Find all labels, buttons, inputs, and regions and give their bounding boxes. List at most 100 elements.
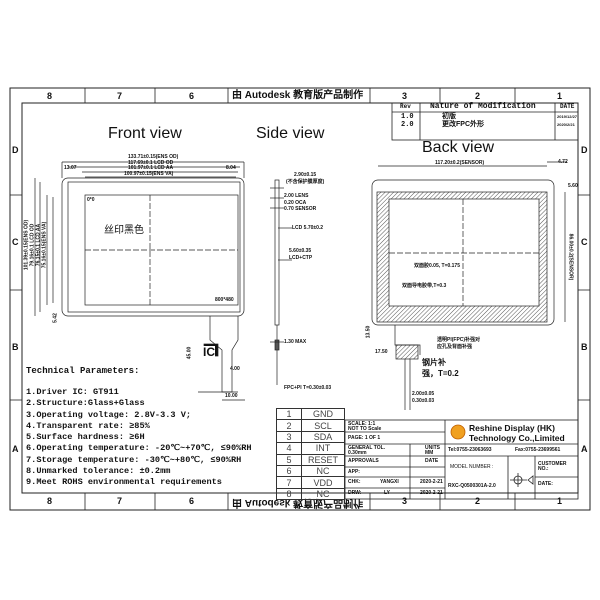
silk-note: 丝印黑色: [104, 225, 144, 236]
column-label: 1: [557, 496, 563, 506]
pin-number: 1: [276, 407, 302, 421]
side-view-drawing: [270, 179, 292, 385]
drw-date: 2020-2-21: [420, 490, 443, 496]
dimension-label: 86.00±0.2(SENSOR): [567, 233, 574, 281]
date-label: DATE: [425, 458, 439, 464]
pin-name: NC: [301, 464, 345, 478]
back-note: 双面导电胶带,T=0.3: [402, 283, 447, 289]
scale-note: NOT TO Scale: [348, 426, 382, 432]
units-value: MM: [425, 450, 434, 456]
page-label: PAGE: 1 OF 1: [348, 435, 381, 441]
column-label: 3: [402, 91, 408, 101]
row-label: B: [581, 342, 588, 352]
back-note: 0.30±0.03: [412, 398, 435, 404]
pin-name: SDA: [301, 430, 345, 444]
column-label: 1: [557, 91, 563, 101]
column-dividers: [10, 88, 590, 510]
approvals-label: APPROVALS: [348, 458, 379, 464]
company-name: Reshine Display (HK) Technology: [469, 423, 555, 443]
technical-item: 9.Meet ROHS environmental requirements: [26, 477, 222, 488]
technical-item: 4.Transparent rate: ≥85%: [26, 420, 150, 431]
rev-date: 2020/2/21: [557, 122, 575, 127]
column-label: 3: [402, 496, 408, 506]
dimension-label: 117.69±0.1 LCD OD: [128, 159, 174, 166]
company-fax: Fax:0755-23699561: [515, 447, 561, 453]
back-note: 透明PI(FPC)补强对: [437, 337, 481, 343]
technical-item: 6.Operating temperature: -20℃~+70℃, ≤90%…: [26, 443, 252, 454]
dimension-label: 75.16±0.15(ENS VA): [41, 221, 48, 269]
column-label: 7: [117, 496, 123, 506]
pin-name: SCL: [301, 419, 345, 432]
rev-date: 2019/12/27: [557, 114, 578, 119]
row-label: D: [12, 145, 19, 155]
dimension-label: 13.50: [365, 325, 372, 339]
technical-item: 8.Unmarked tolerance: ±0.2mm: [26, 466, 171, 477]
outer-frame: [9, 87, 591, 511]
column-label: 7: [117, 91, 123, 101]
column-label: 8: [47, 496, 53, 506]
ic-label: IC: [203, 345, 215, 359]
front-view-title: Front view: [108, 125, 182, 142]
tolerance-value: 0.30mm: [348, 450, 367, 456]
tolerance-label: GENERAL TOL.: [348, 445, 386, 451]
company-block: Reshine Display (HK) Technology Co.,Limi…: [469, 423, 577, 443]
side-note: FPC+PI T=0.30±0.03: [284, 385, 332, 391]
model-label: MODEL NUMBER :: [450, 464, 494, 470]
dimension-label: 13.07: [64, 165, 77, 171]
side-note: 1.30 MAX: [284, 339, 307, 345]
pin-number: 2: [276, 419, 302, 432]
origin-label: 0*0: [87, 197, 95, 203]
pin-name: NC: [301, 487, 345, 501]
back-view-drawing: [371, 161, 567, 410]
dimension-label: 5.42: [52, 313, 59, 323]
resolution-label: 800*480: [215, 297, 234, 303]
pin-number: 7: [276, 476, 302, 489]
title-block-lines: [344, 419, 579, 500]
date-label-2: DATE:: [538, 481, 553, 487]
row-label: C: [581, 237, 588, 247]
technical-item: 3.Operating voltage: 2.8V-3.3 V;: [26, 409, 192, 420]
company-tel: Tel:0755-23063693: [448, 447, 492, 453]
dimension-label: 100.97±0.15(ENS VA): [124, 170, 174, 177]
pin-number: 3: [276, 430, 302, 444]
dimension-label: 4.72: [558, 159, 568, 165]
technical-list: 1.Driver IC: GT911 2.Structure:Glass+Gla…: [26, 388, 252, 490]
dimension-label: 45.00: [186, 346, 193, 360]
side-note: 0.70 SENSOR: [284, 206, 317, 212]
back-note: 强，T=0.2: [422, 369, 459, 378]
chk-label: CHK:: [348, 479, 361, 485]
drw-label: DRW:: [348, 490, 362, 496]
column-label: 2: [475, 496, 481, 506]
dimension-label: 5.60: [568, 183, 578, 189]
pin-name: INT: [301, 442, 345, 455]
column-label: 2: [475, 91, 481, 101]
side-view-title: Side view: [256, 125, 325, 142]
technical-item: 5.Surface hardness: ≥6H: [26, 432, 145, 443]
row-label: C: [12, 237, 19, 247]
company-name-line2: Co.,Limited: [518, 433, 565, 443]
row-label: A: [12, 444, 19, 454]
revision-table-lines: [391, 102, 579, 141]
chk-date: 2020-2-21: [420, 479, 443, 485]
side-note: LCD+CTP: [289, 255, 313, 261]
back-note: 钢片补: [422, 358, 446, 367]
chk-name: YANGXI: [380, 479, 399, 485]
pin-number: 6: [276, 464, 302, 478]
pin-name: RESET: [301, 453, 345, 466]
side-note: (不含保护膜厚度): [286, 179, 325, 185]
row-label: D: [581, 145, 588, 155]
pin-number: 4: [276, 442, 302, 455]
dimension-label: 4.00: [230, 366, 240, 372]
dimension-label: 117.20±0.2(SENSOR): [435, 160, 485, 166]
column-label: 6: [189, 496, 195, 506]
scale-label: SCALE: 1:1: [348, 421, 376, 427]
column-label: 6: [189, 91, 195, 101]
dimension-label: 133.71±0.15(ENS OD): [128, 154, 179, 160]
rev-nature: 更改FPC外形: [442, 121, 484, 128]
